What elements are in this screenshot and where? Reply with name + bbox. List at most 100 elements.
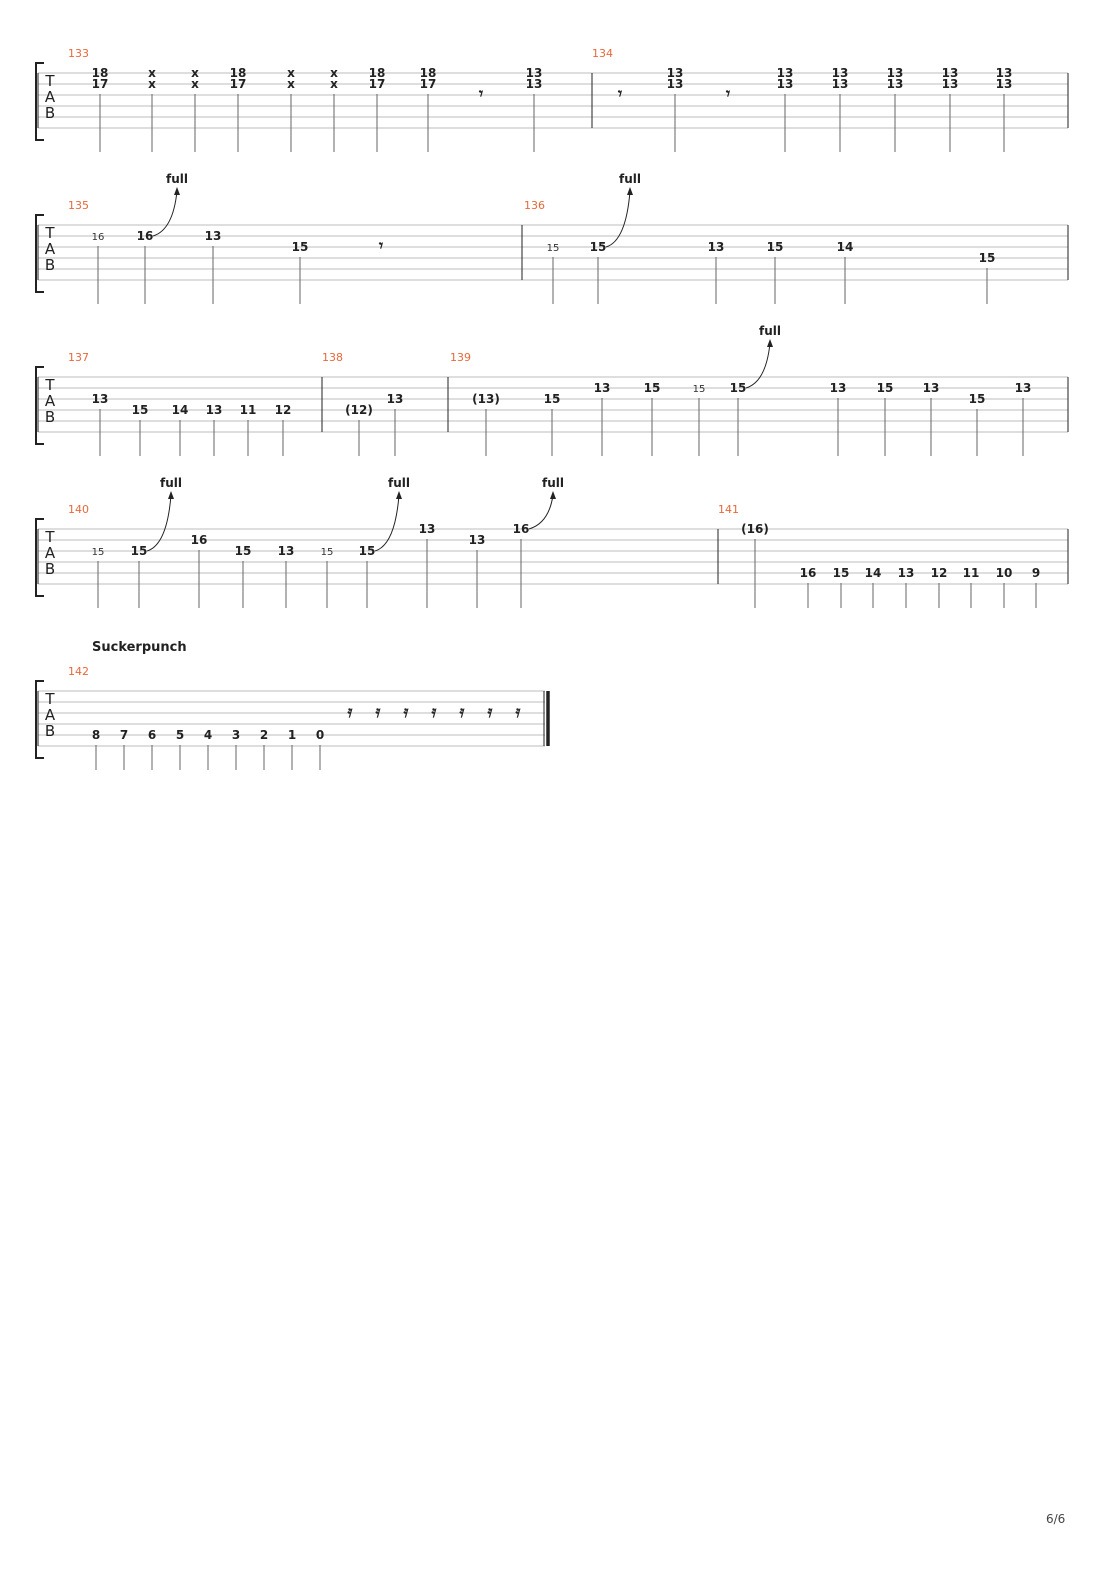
tab-clef-letter: B (45, 722, 55, 740)
fret-number: 17 (420, 77, 437, 91)
grace-note-fret: 15 (321, 547, 334, 558)
system-bracket (35, 680, 44, 759)
bend-arrow (745, 342, 771, 389)
fret-number: x (191, 66, 199, 80)
fret-number: 13 (92, 392, 109, 406)
tab-clef-letter: A (45, 240, 56, 258)
tab-clef-letter: T (44, 224, 55, 242)
rest-symbol: 𝄿 (403, 702, 410, 721)
fret-number: 5 (176, 728, 184, 742)
bend-arrowhead (168, 491, 174, 499)
fret-number: 14 (172, 403, 189, 417)
tab-clef-letter: T (44, 376, 55, 394)
tab-clef-letter: T (44, 528, 55, 546)
fret-number: 18 (92, 66, 109, 80)
fret-number: 15 (544, 392, 561, 406)
fret-number: x (148, 77, 156, 91)
fret-number: 13 (469, 533, 486, 547)
fret-number: (16) (741, 522, 769, 536)
tab-clef-letter: A (45, 706, 56, 724)
fret-number: 14 (865, 566, 882, 580)
fret-number: 15 (359, 544, 376, 558)
fret-number: 15 (969, 392, 986, 406)
bend-arrowhead (627, 187, 633, 195)
fret-number: 13 (205, 229, 222, 243)
fret-number: x (148, 66, 156, 80)
bend-label-full: full (759, 324, 781, 338)
fret-number: 13 (996, 77, 1013, 91)
tab-clef-letter: B (45, 104, 55, 122)
fret-number: 16 (191, 533, 208, 547)
tab-system-3 (35, 366, 1069, 445)
fret-number: 13 (996, 66, 1013, 80)
fret-number: 10 (996, 566, 1013, 580)
measure-number: 140 (68, 503, 89, 516)
fret-number: 1 (288, 728, 296, 742)
fret-number: 13 (526, 66, 543, 80)
fret-number: 18 (230, 66, 247, 80)
rest-symbol: 𝄾 (478, 84, 484, 103)
bend-label-full: full (542, 476, 564, 490)
grace-note-fret: 15 (693, 384, 706, 395)
fret-number: 3 (232, 728, 240, 742)
fret-number: 11 (240, 403, 257, 417)
grace-note-fret: 15 (92, 547, 105, 558)
measure-number: 133 (68, 47, 89, 60)
bend-label-full: full (388, 476, 410, 490)
bend-arrowhead (174, 187, 180, 195)
fret-number: (12) (345, 403, 373, 417)
fret-number: 13 (777, 77, 794, 91)
fret-number: 12 (931, 566, 948, 580)
fret-number: 13 (667, 66, 684, 80)
tab-clef-letter: T (44, 690, 55, 708)
fret-number: 18 (369, 66, 386, 80)
bend-arrowhead (396, 491, 402, 499)
fret-number: 12 (275, 403, 292, 417)
fret-number: 15 (877, 381, 894, 395)
system-bracket (35, 518, 44, 597)
rest-symbol: 𝄾 (617, 84, 623, 103)
fret-number: 13 (777, 66, 794, 80)
bend-label-full: full (619, 172, 641, 186)
fret-number: 15 (833, 566, 850, 580)
fret-number: x (330, 66, 338, 80)
bend-arrow (146, 494, 172, 552)
fret-number: 13 (667, 77, 684, 91)
fret-number: 15 (644, 381, 661, 395)
measure-number: 139 (450, 351, 471, 364)
rest-symbol: 𝄾 (725, 84, 731, 103)
measure-number: 134 (592, 47, 613, 60)
fret-number: 15 (730, 381, 747, 395)
grace-note-fret: 16 (92, 232, 105, 243)
rest-symbol: 𝄿 (347, 702, 354, 721)
bend-label-full: full (166, 172, 188, 186)
fret-number: 15 (590, 240, 607, 254)
fret-number: 15 (132, 403, 149, 417)
measure-number: 135 (68, 199, 89, 212)
fret-number: 17 (92, 77, 109, 91)
bend-label-full: full (160, 476, 182, 490)
fret-number: 15 (235, 544, 252, 558)
fret-number: 13 (419, 522, 436, 536)
fret-number: 8 (92, 728, 100, 742)
fret-number: 15 (979, 251, 996, 265)
system-bracket (35, 62, 44, 141)
fret-number: 13 (206, 403, 223, 417)
fret-number: 15 (131, 544, 148, 558)
rest-symbol: 𝄾 (378, 236, 384, 255)
fret-number: x (330, 77, 338, 91)
fret-number: x (287, 66, 295, 80)
fret-number: 13 (1015, 381, 1032, 395)
fret-number: 13 (594, 381, 611, 395)
notation-layer (95, 94, 1037, 770)
fret-number: 7 (120, 728, 128, 742)
rest-symbol: 𝄿 (459, 702, 466, 721)
fret-number: 15 (767, 240, 784, 254)
fret-number: 18 (420, 66, 437, 80)
text-layer: TAB1331817xxxx1817xxxx18171817𝄾1313134𝄾1… (44, 47, 1040, 742)
grace-note-fret: 15 (547, 243, 560, 254)
tab-clef-letter: B (45, 256, 55, 274)
fret-number: 16 (513, 522, 530, 536)
fret-number: 13 (832, 77, 849, 91)
